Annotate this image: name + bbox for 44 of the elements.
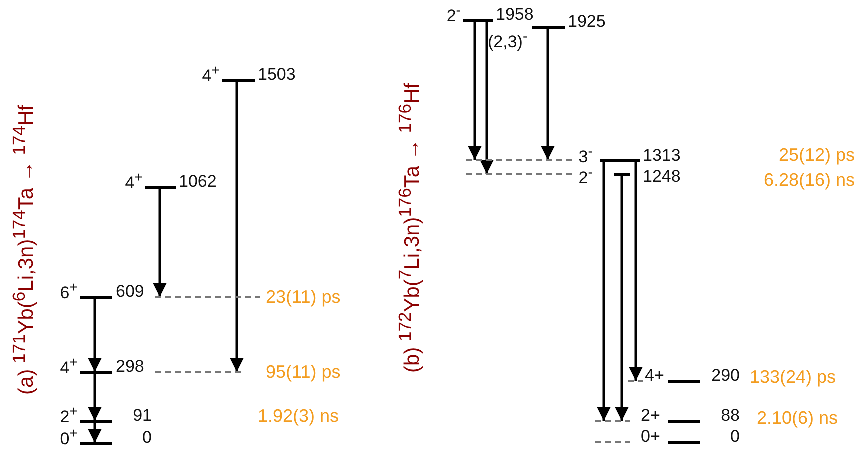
- transition-arrow: [615, 175, 629, 421]
- transition-arrow: [88, 298, 102, 372]
- energy-label: 1248: [643, 168, 681, 184]
- transition-arrow: [597, 161, 611, 421]
- lifetime-label: 133(24) ps: [750, 368, 836, 386]
- lifetime-label: 95(11) ps: [266, 363, 341, 381]
- spin-parity-label: 2$^{-}$: [446, 4, 461, 24]
- energy-label: 609: [116, 282, 144, 300]
- spin-parity-label: (2,3)$^{-}$: [488, 30, 528, 51]
- transition-arrow: [153, 188, 167, 297]
- lifetime-label: 6.28(16) ns: [764, 171, 856, 189]
- transition-arrow: [88, 422, 102, 443]
- transition-arrow: [541, 28, 555, 160]
- transition-arrow: [230, 81, 244, 372]
- energy-label: 1503: [258, 66, 296, 82]
- spin-parity-label: 4$^{+}$: [125, 170, 143, 192]
- spin-parity-label: 3$^{-}$: [578, 144, 593, 166]
- energy-label: 290: [712, 366, 740, 384]
- energy-label: 1958: [496, 6, 534, 22]
- transition-arrow: [468, 21, 482, 160]
- spin-parity-label: 2$^{+}$: [60, 404, 78, 426]
- spin-parity-label: 4+: [645, 366, 664, 384]
- transition-arrow: [629, 161, 643, 381]
- lifetime-label: 1.92(3) ns: [258, 407, 340, 425]
- lifetime-label: 23(11) ps: [266, 288, 341, 306]
- energy-label: 0: [142, 428, 152, 446]
- spin-parity-label: 0$^{+}$: [60, 426, 78, 448]
- transition-arrow: [88, 373, 102, 421]
- energy-label: 0: [730, 428, 740, 444]
- energy-label: 1925: [568, 12, 606, 30]
- energy-label: 88: [721, 406, 740, 424]
- spin-parity-label: 2$^{-}$: [578, 166, 593, 186]
- energy-label: 298: [116, 358, 144, 374]
- energy-label: 1313: [643, 146, 681, 164]
- spin-parity-label: 4$^{+}$: [202, 64, 220, 84]
- lifetime-label: 25(12) ps: [779, 146, 856, 164]
- energy-label: 1062: [179, 172, 217, 190]
- spin-parity-label: 4$^{+}$: [60, 356, 78, 376]
- lifetime-label: 2.10(6) ns: [757, 409, 838, 427]
- energy-label: 91: [133, 406, 152, 424]
- transition-arrow: [480, 21, 494, 174]
- spin-parity-label: 6$^{+}$: [60, 280, 78, 302]
- spin-parity-label: 0+: [641, 428, 660, 444]
- spin-parity-label: 2+: [641, 406, 660, 424]
